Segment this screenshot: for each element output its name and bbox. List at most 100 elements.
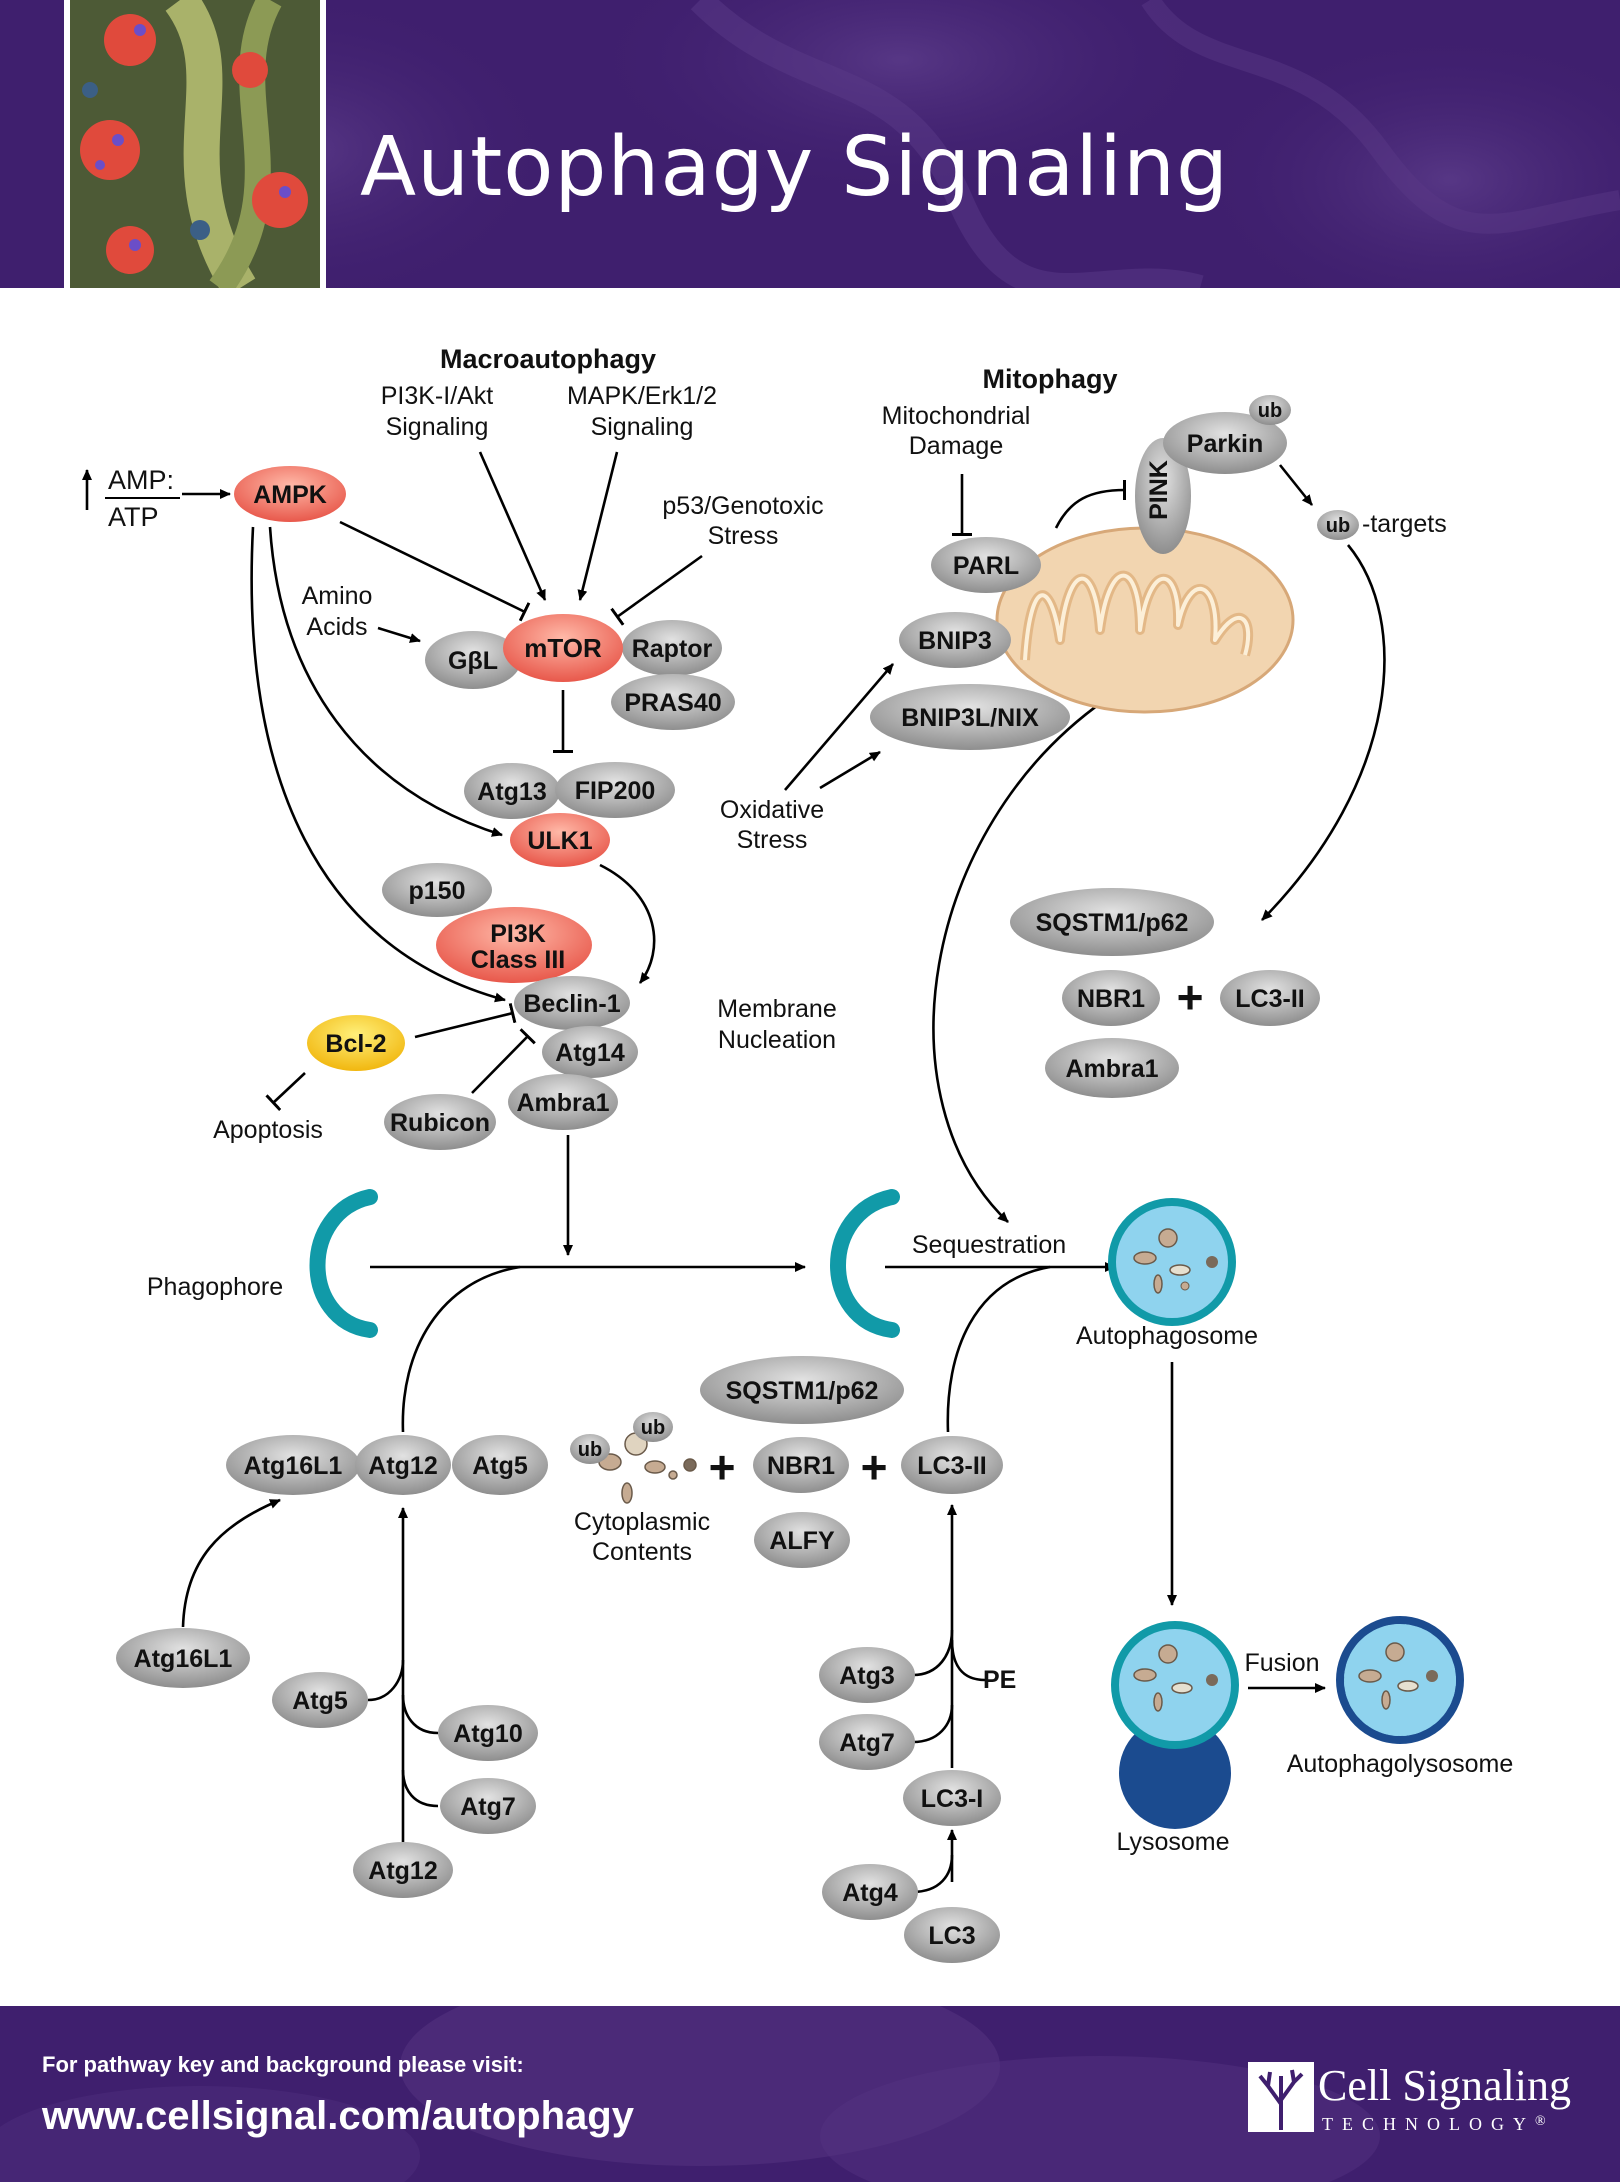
label-pi3k-akt-2: Signaling — [386, 413, 489, 441]
node-label: AMPK — [253, 481, 327, 509]
node-alfy: ALFY — [754, 1512, 850, 1568]
label-cytoplasmic-2: Contents — [592, 1538, 692, 1566]
node-mtor: mTOR — [503, 614, 623, 682]
section-mitophagy: Mitophagy — [983, 364, 1118, 394]
node-label: Bcl-2 — [325, 1030, 386, 1058]
plus-sign-top: + — [1177, 971, 1204, 1023]
node-atg5: Atg5 — [272, 1672, 368, 1728]
ub-tag-targets: ub — [1317, 510, 1359, 540]
cst-logo-icon — [1248, 2062, 1314, 2132]
node-lc3-ii-bottom: LC3-II — [901, 1436, 1003, 1494]
label-amp: AMP: — [108, 465, 174, 495]
node-pras40: PRAS40 — [611, 674, 735, 730]
phagophore-right — [830, 1189, 900, 1338]
node-label: Rubicon — [390, 1109, 490, 1137]
label-cytoplasmic-1: Cytoplasmic — [574, 1508, 710, 1536]
label-apoptosis: Apoptosis — [213, 1116, 323, 1144]
label-p53-1: p53/Genotoxic — [662, 492, 823, 520]
lysosome — [1119, 1717, 1231, 1829]
node-atg5-complex: Atg5 — [452, 1435, 548, 1495]
node-label: BNIP3 — [918, 627, 992, 655]
autophagosome — [1108, 1198, 1236, 1326]
label-atp: ATP — [108, 502, 159, 532]
node-nbr1-top: NBR1 — [1062, 970, 1160, 1026]
node-atg10: Atg10 — [438, 1705, 538, 1761]
node-ambra1-right: Ambra1 — [1045, 1038, 1179, 1098]
pathway-arrows — [82, 451, 1386, 1894]
cytoplasmic-contents-icon — [598, 1432, 697, 1504]
node-atg16l1-complex: Atg16L1 — [226, 1435, 360, 1495]
node-lc3-i: LC3-I — [903, 1770, 1001, 1826]
node-label: NBR1 — [1077, 985, 1145, 1013]
node-label: PINK — [1145, 460, 1173, 520]
node-atg12: Atg12 — [353, 1842, 453, 1898]
node-label: Ambra1 — [516, 1089, 609, 1117]
node-raptor: Raptor — [622, 620, 722, 676]
node-label: FIP200 — [575, 777, 656, 805]
node-label: ULK1 — [527, 827, 592, 855]
ub-label: ub — [1258, 400, 1282, 422]
footer-banner — [0, 2006, 1620, 2182]
node-label: Atg7 — [839, 1729, 895, 1757]
node-label: LC3-II — [917, 1452, 986, 1480]
phagophore-left — [309, 1189, 378, 1338]
node-label: Atg13 — [477, 778, 546, 806]
brand-name: Cell Signaling — [1318, 2061, 1571, 2110]
node-parl: PARL — [931, 537, 1041, 593]
node-label: ALFY — [769, 1527, 835, 1555]
node-label: LC3 — [928, 1922, 975, 1950]
section-macroautophagy: Macroautophagy — [440, 344, 656, 374]
node-p150: p150 — [382, 863, 492, 917]
node-label: Atg5 — [472, 1452, 528, 1480]
node-atg16l1: Atg16L1 — [116, 1628, 250, 1688]
node-ulk1: ULK1 — [510, 813, 610, 867]
node-label: Atg16L1 — [134, 1645, 233, 1673]
node-label: Atg16L1 — [244, 1452, 343, 1480]
node-label: Atg4 — [842, 1879, 898, 1907]
label-oxidative-2: Stress — [737, 826, 808, 854]
node-rubicon: Rubicon — [384, 1094, 496, 1150]
page-title: Autophagy Signaling — [360, 120, 1229, 215]
node-label: Atg5 — [292, 1687, 348, 1715]
plus-sign-right: + — [861, 1441, 888, 1493]
node-label: Atg12 — [368, 1857, 437, 1885]
header-banner: Autophagy Signaling — [0, 0, 1620, 288]
label-mito-damage-1: Mitochondrial — [882, 402, 1031, 430]
node-bnip3: BNIP3 — [899, 612, 1011, 668]
label-fusion: Fusion — [1244, 1649, 1319, 1677]
node-ambra1: Ambra1 — [508, 1074, 618, 1130]
node-atg12-complex: Atg12 — [355, 1435, 451, 1495]
node-atg7-right: Atg7 — [819, 1714, 915, 1770]
ub-label: ub — [641, 1417, 665, 1439]
brand-sub: TECHNOLOGY® — [1322, 2114, 1546, 2135]
node-label: SQSTM1/p62 — [726, 1377, 879, 1405]
node-bnip3l-nix: BNIP3L/NIX — [870, 684, 1070, 750]
label-pe: PE — [983, 1666, 1016, 1694]
node-label: Class III — [471, 946, 566, 974]
node-label: Beclin-1 — [523, 990, 620, 1018]
node-label: Atg7 — [460, 1793, 516, 1821]
plus-sign-left: + — [709, 1441, 736, 1493]
label-ub-targets: -targets — [1362, 510, 1447, 538]
node-label: LC3-II — [1235, 985, 1304, 1013]
footer-url-link[interactable]: www.cellsignal.com/autophagy — [42, 2094, 634, 2138]
ub-label: ub — [578, 1439, 602, 1461]
node-lc3: LC3 — [904, 1907, 1000, 1963]
node-lc3-ii-top: LC3-II — [1220, 970, 1320, 1026]
node-atg7-left: Atg7 — [440, 1778, 536, 1834]
footer-texture — [0, 2006, 1380, 2182]
node-label: Atg12 — [368, 1452, 437, 1480]
node-gbl: GβL — [425, 631, 521, 689]
node-atg14: Atg14 — [542, 1026, 638, 1078]
node-label: PRAS40 — [624, 689, 721, 717]
label-membrane-2: Nucleation — [718, 1026, 836, 1054]
ub-label: ub — [1326, 515, 1350, 537]
node-label: Atg3 — [839, 1662, 895, 1690]
node-fip200: FIP200 — [555, 762, 675, 818]
label-mapk-1: MAPK/Erk1/2 — [567, 382, 717, 410]
label-lysosome: Lysosome — [1116, 1828, 1229, 1856]
node-label: p150 — [409, 877, 466, 905]
node-label: GβL — [448, 647, 498, 675]
